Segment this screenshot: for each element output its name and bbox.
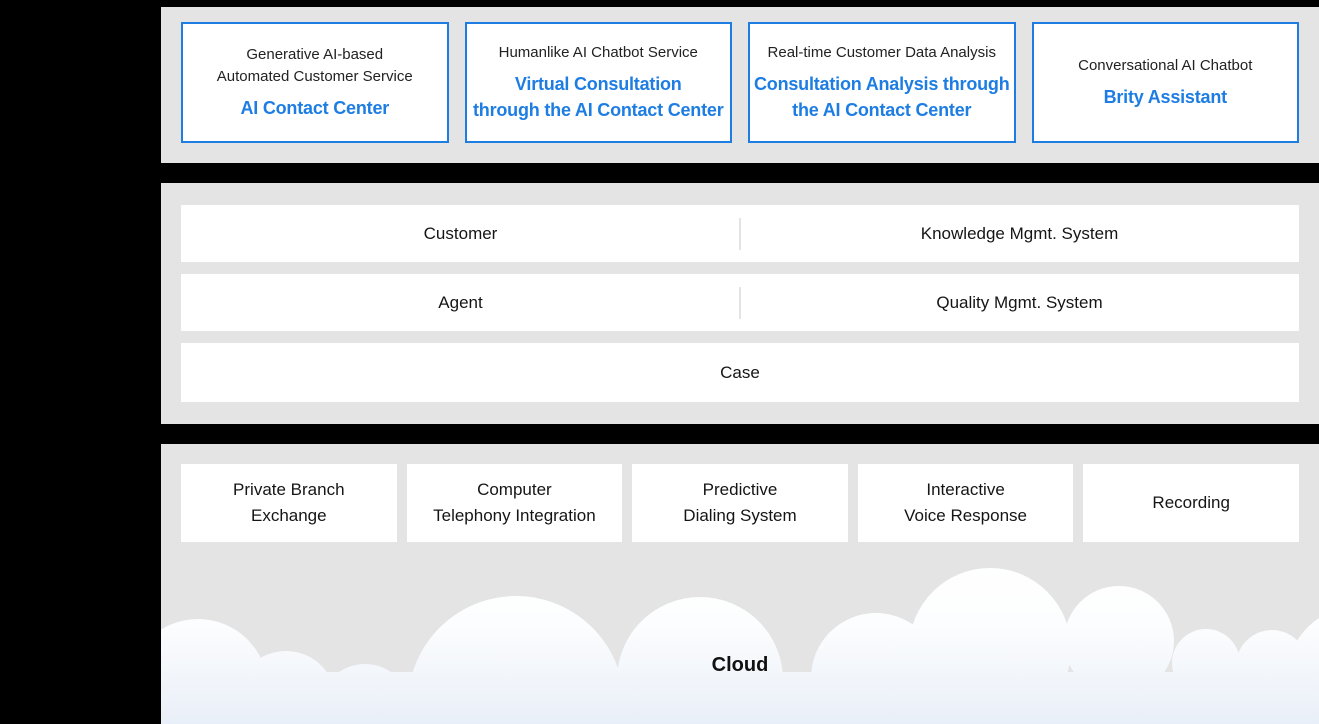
telephony-box-row: Private Branch Exchange Computer Telepho… — [161, 444, 1319, 542]
telephony-label: Voice Response — [904, 506, 1028, 525]
telephony-box-cti: Computer Telephony Integration — [406, 464, 623, 542]
telephony-label: Computer — [477, 480, 552, 499]
service-card-virtual-consultation: Humanlike AI Chatbot Service Virtual Con… — [464, 22, 732, 143]
mgmt-cell-knowledge-mgmt-system: Knowledge Mgmt. System — [920, 223, 1119, 243]
telephony-label: Dialing System — [683, 506, 797, 525]
mgmt-systems-panel: Customer Knowledge Mgmt. System Agent Qu… — [161, 183, 1319, 424]
telephony-box-pbx: Private Branch Exchange — [181, 464, 397, 542]
telephony-label: Interactive — [926, 480, 1005, 499]
telephony-label: Private Branch — [233, 480, 345, 499]
row-divider — [739, 217, 741, 250]
service-title: Brity Assistant — [1103, 87, 1228, 107]
service-subtitle: Conversational AI Chatbot — [1078, 57, 1253, 74]
telephony-label: Predictive — [702, 480, 778, 499]
cloud-label: Cloud — [711, 654, 769, 676]
services-panel: Generative AI-based Automated Customer S… — [161, 7, 1319, 163]
service-title: through the AI Contact Center — [472, 100, 724, 120]
telephony-label: Telephony Integration — [433, 506, 596, 525]
service-title: Virtual Consultation — [514, 74, 682, 94]
service-subtitle: Real-time Customer Data Analysis — [767, 44, 996, 61]
service-subtitle: Humanlike AI Chatbot Service — [498, 44, 698, 61]
service-card-ai-contact-center: Generative AI-based Automated Customer S… — [181, 22, 449, 143]
telephony-label: Recording — [1152, 493, 1230, 512]
telephony-label: Exchange — [250, 506, 327, 525]
mgmt-cell-agent: Agent — [438, 292, 483, 312]
mgmt-row-customer-knowledge: Customer Knowledge Mgmt. System — [181, 205, 1299, 262]
mgmt-cell-case: Case — [720, 362, 760, 382]
cloud-shape — [161, 568, 1319, 724]
mgmt-row-agent-quality: Agent Quality Mgmt. System — [181, 274, 1299, 331]
telephony-box-recording: Recording — [1083, 464, 1299, 542]
service-card-brity-assistant: Conversational AI Chatbot Brity Assistan… — [1031, 22, 1299, 143]
mgmt-cell-customer: Customer — [423, 223, 498, 243]
service-subtitle: Generative AI-based — [246, 46, 384, 63]
telephony-box-ivr: Interactive Voice Response — [857, 464, 1074, 542]
telephony-panel: Private Branch Exchange Computer Telepho… — [161, 444, 1319, 724]
service-title: the AI Contact Center — [792, 100, 972, 120]
row-divider — [739, 286, 741, 319]
service-card-consultation-analysis: Real-time Customer Data Analysis Consult… — [748, 22, 1016, 143]
service-subtitle: Automated Customer Service — [216, 68, 413, 85]
telephony-box-pds: Predictive Dialing System — [632, 464, 848, 542]
service-title: AI Contact Center — [240, 98, 390, 118]
service-title: Consultation Analysis through — [753, 74, 1010, 94]
mgmt-row-case: Case — [181, 343, 1299, 402]
mgmt-cell-quality-mgmt-system: Quality Mgmt. System — [936, 292, 1103, 312]
